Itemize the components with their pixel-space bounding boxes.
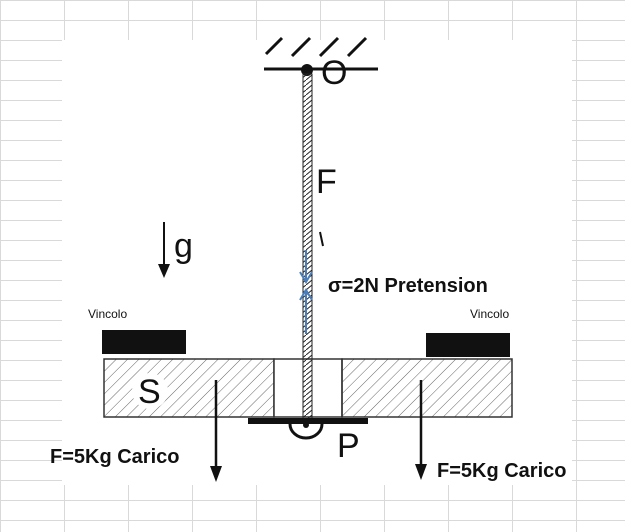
wire-tick-mark	[319, 231, 324, 247]
wire-through-beam	[302, 358, 313, 418]
beam-right-section	[341, 358, 513, 418]
gravity-arrow	[158, 222, 170, 278]
hinge-point	[301, 64, 313, 76]
constraint-right-block	[426, 333, 510, 357]
load-arrow-left	[210, 380, 222, 482]
wire-label: F	[316, 163, 337, 201]
mass-label: S	[138, 373, 161, 411]
load-left-label: F=5Kg Carico	[50, 446, 179, 468]
constraint-left-block	[102, 330, 186, 354]
pretension-arrows	[299, 250, 313, 334]
origin-label: O	[321, 54, 347, 92]
gravity-label: g	[174, 227, 193, 265]
pretension-label: σ=2N Pretension	[328, 275, 488, 297]
bottom-pin	[248, 418, 368, 440]
ceiling-support	[264, 36, 378, 76]
constraint-left-label: Vincolo	[88, 307, 127, 321]
constraint-right-label: Vincolo	[470, 307, 509, 321]
hatched-beam	[103, 358, 513, 418]
load-arrow-right	[415, 380, 427, 480]
beam-left-section	[103, 358, 275, 418]
mass-label-bg	[132, 373, 168, 409]
pin-label: P	[337, 427, 360, 465]
load-right-label: F=5Kg Carico	[437, 460, 566, 482]
